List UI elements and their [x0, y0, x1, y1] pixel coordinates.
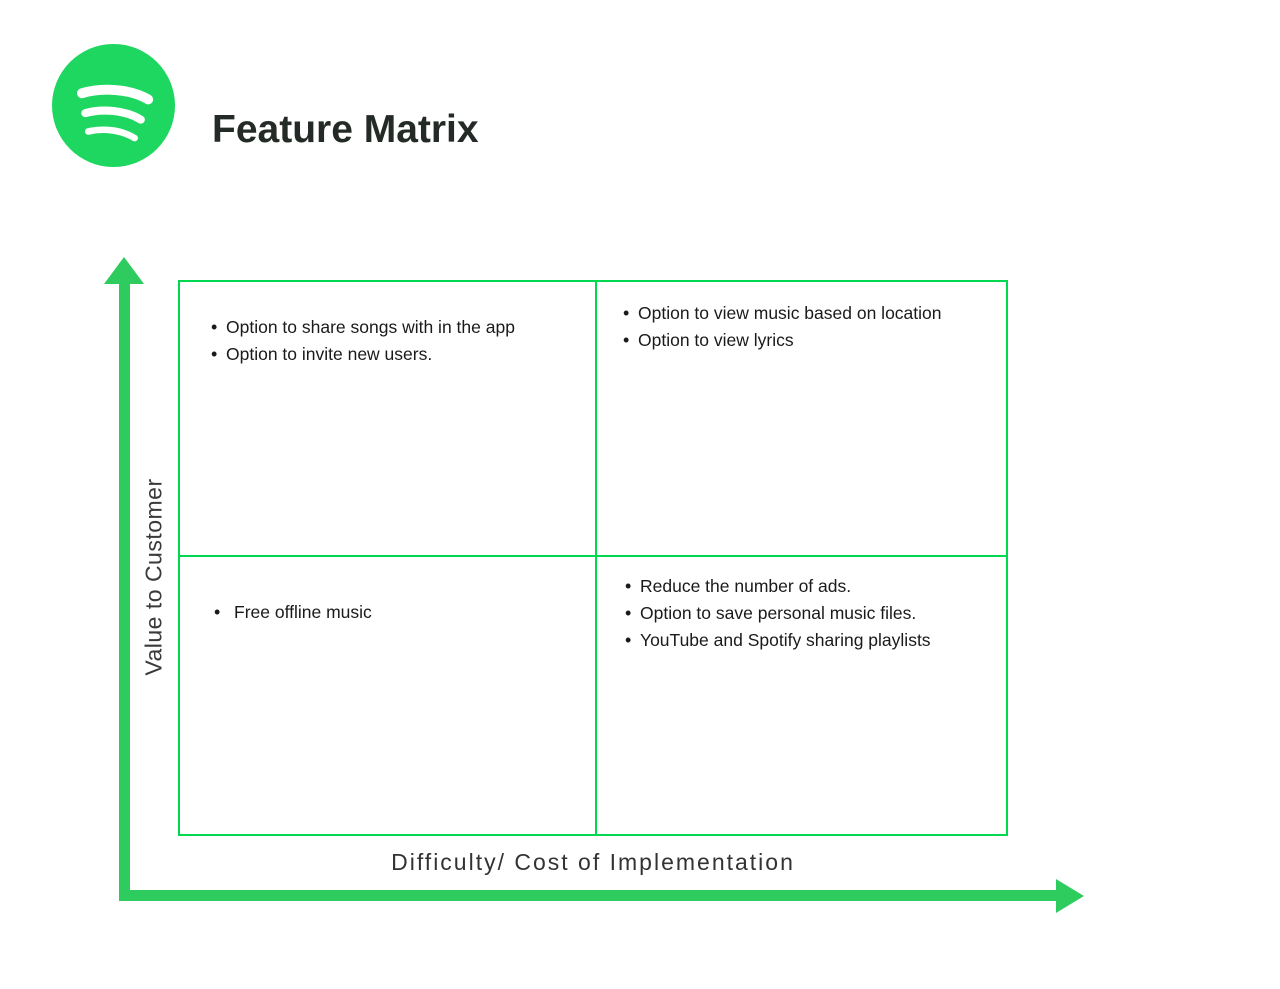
feature-matrix-grid: Option to share songs with in the app Op… [178, 280, 1008, 836]
x-axis-arrowhead-icon [1056, 879, 1084, 913]
feature-item: Option to save personal music files. [625, 600, 996, 627]
spotify-logo-icon [52, 44, 175, 167]
feature-item: Reduce the number of ads. [625, 573, 996, 600]
quadrant-top-right: Option to view music based on location O… [597, 282, 1006, 557]
feature-item: Option to view music based on location [623, 300, 996, 327]
y-axis-line [119, 282, 130, 901]
quadrant-bottom-left: Free offline music [180, 557, 597, 834]
feature-list: Free offline music [180, 557, 595, 626]
feature-item: YouTube and Spotify sharing playlists [625, 627, 996, 654]
feature-item: Free offline music [214, 599, 585, 626]
quadrant-bottom-right: Reduce the number of ads. Option to save… [597, 557, 1006, 834]
feature-item: Option to share songs with in the app [211, 314, 585, 341]
feature-item: Option to invite new users. [211, 341, 585, 368]
quadrant-top-left: Option to share songs with in the app Op… [180, 282, 597, 557]
y-axis-arrowhead-icon [104, 257, 144, 284]
feature-item: Option to view lyrics [623, 327, 996, 354]
feature-list: Option to view music based on location O… [597, 282, 1006, 354]
y-axis-label: Value to Customer [140, 478, 167, 676]
x-axis-label: Difficulty/ Cost of Implementation [391, 849, 795, 875]
feature-list: Reduce the number of ads. Option to save… [597, 557, 1006, 654]
x-axis-line [119, 890, 1058, 901]
page-title: Feature Matrix [212, 108, 479, 151]
feature-list: Option to share songs with in the app Op… [180, 282, 595, 368]
